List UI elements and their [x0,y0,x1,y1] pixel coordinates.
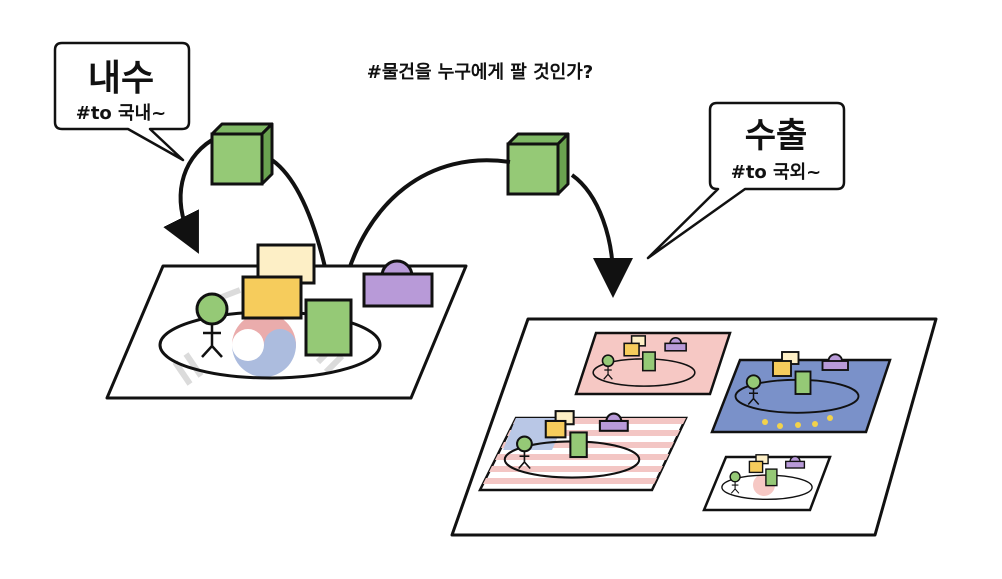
page-title: #물건을 누구에게 팔 것인가? [367,62,593,83]
domestic-arrow-icon [163,138,214,254]
domestic-green-box [304,298,353,357]
export-region-panel-usa [477,410,688,492]
export-subtitle: #to 국외~ [731,162,822,183]
export-market-board [450,317,938,537]
export-launch-curve [341,158,511,291]
export-arrow-icon [570,173,633,298]
domestic-person-icon [195,292,229,358]
export-region-panel-eu [710,351,892,434]
domestic-title: 내수 [88,58,154,99]
domestic-product-cube-icon [210,122,274,186]
domestic-speech-bubble: 내수 #to 국내~ [53,41,191,162]
domestic-yellow-box [241,275,303,320]
domestic-purple-box [362,259,434,308]
domestic-subtitle: #to 국내~ [76,103,167,124]
export-region-panel-top [574,331,732,396]
domestic-market-board [105,243,468,400]
export-title: 수출 [745,116,808,156]
export-product-cube-icon [506,132,570,196]
export-speech-bubble: 수출 #to 국외~ [646,101,846,260]
export-region-panel-small [702,454,832,512]
